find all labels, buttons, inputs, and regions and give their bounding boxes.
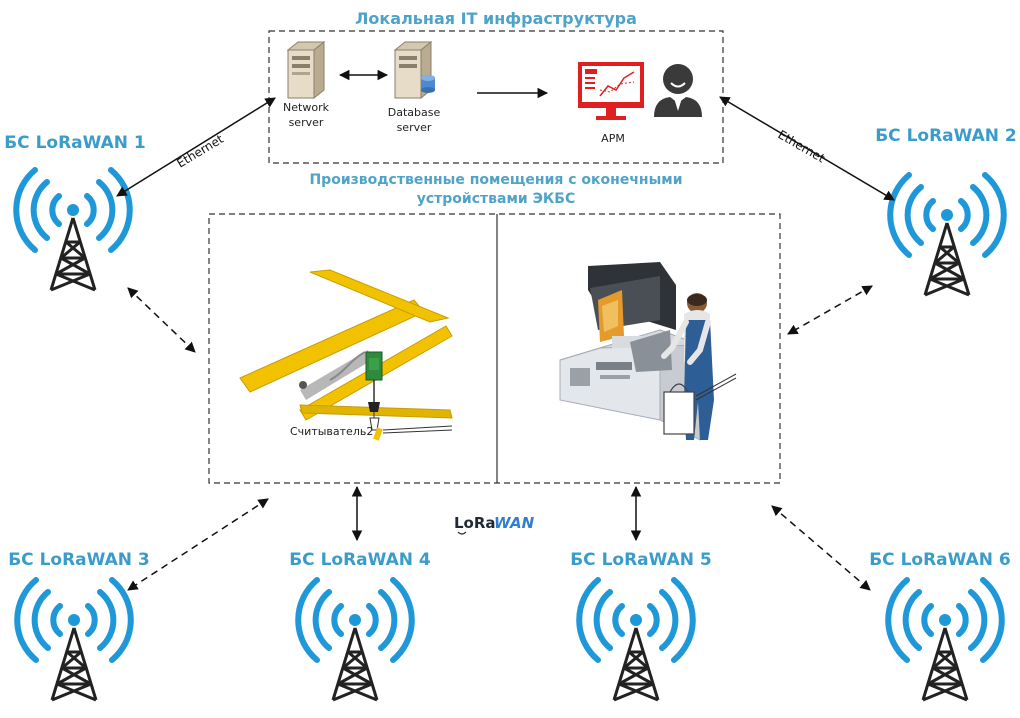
base-station-2: БС LoRaWAN 2 — [875, 126, 1017, 295]
radio-tower-icon — [579, 580, 693, 700]
local-it-title: Локальная IT инфраструктура — [355, 9, 637, 28]
ethernet-link-right — [719, 96, 895, 201]
bs-label-5: БС LoRaWAN 5 — [570, 550, 712, 570]
lorawan-logo: LoRa WAN — [454, 514, 535, 535]
database-server-label-1: Database — [388, 106, 441, 119]
database-server-icon — [393, 40, 435, 100]
production-title-1: Производственные помещения с оконечными — [309, 172, 682, 188]
database-server-label-2: server — [397, 121, 432, 134]
bs-label-6: БС LoRaWAN 6 — [869, 550, 1011, 570]
user-avatar-icon — [654, 64, 702, 117]
ethernet-link-left — [116, 97, 276, 197]
radio-tower-icon — [17, 580, 131, 700]
lorawan-logo-part1: LoRa — [454, 514, 496, 532]
ethernet-label-right: Ethernet — [776, 127, 828, 165]
radio-tower-icon — [888, 580, 1002, 700]
base-station-6: БС LoRaWAN 6 — [869, 550, 1011, 700]
lora-link-bs6 — [771, 505, 871, 591]
bs-label-3: БС LoRaWAN 3 — [8, 550, 150, 570]
lora-links — [127, 285, 873, 591]
base-station-5: БС LoRaWAN 5 — [570, 550, 712, 700]
production-title-2: устройствами ЭКБС — [417, 191, 576, 207]
production-box — [208, 213, 781, 484]
reader-label: Считыватель2 — [290, 425, 373, 438]
radio-tower-icon — [298, 580, 412, 700]
arm-monitor-icon — [578, 62, 644, 120]
lora-link-bs3 — [127, 498, 269, 591]
network-server-label-1: Network — [283, 101, 330, 114]
bs-label-1: БС LoRaWAN 1 — [4, 133, 146, 153]
bs-label-2: БС LoRaWAN 2 — [875, 126, 1017, 146]
radio-tower-icon — [890, 175, 1004, 295]
radio-tower-icon — [16, 170, 130, 290]
network-server-icon — [286, 40, 326, 100]
network-server-label-2: server — [289, 116, 324, 129]
machine-worker-illustration — [559, 262, 737, 441]
arm-label: АРМ — [601, 132, 625, 145]
lorawan-logo-part2: WAN — [494, 514, 535, 532]
lora-link-bs2 — [787, 285, 873, 335]
lorawan-signal-icon — [457, 531, 467, 535]
crane-illustration — [239, 269, 453, 441]
local-it-box — [268, 30, 724, 164]
ethernet-label-left: Ethernet — [174, 132, 226, 171]
base-station-4: БС LoRaWAN 4 — [289, 550, 431, 700]
lora-link-bs1 — [127, 287, 196, 353]
base-station-1: БС LoRaWAN 1 — [4, 133, 146, 290]
bs-label-4: БС LoRaWAN 4 — [289, 550, 431, 570]
base-station-3: БС LoRaWAN 3 — [8, 550, 150, 700]
